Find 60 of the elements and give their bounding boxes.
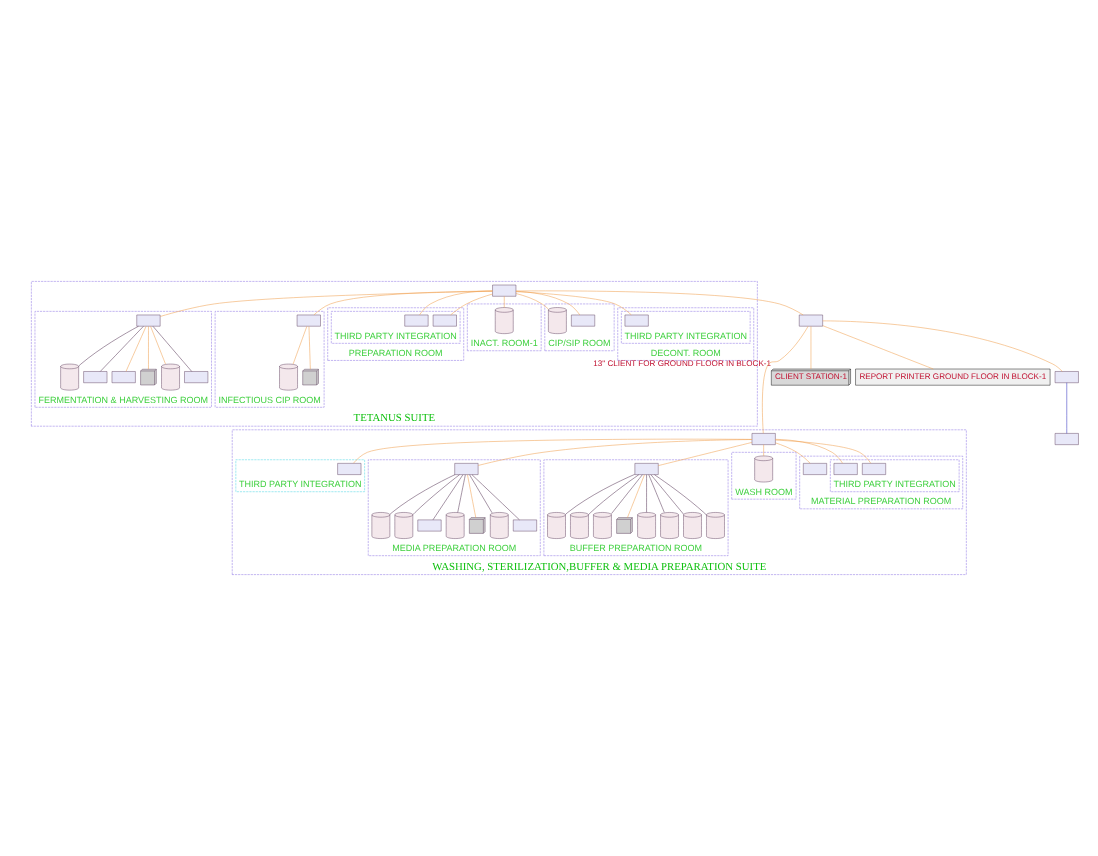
- connector: [148, 326, 149, 370]
- connector: [775, 442, 811, 464]
- node-box: [432, 314, 457, 327]
- node-box: [799, 314, 823, 327]
- node-box: [833, 463, 858, 475]
- node-box: [571, 314, 595, 327]
- connector: [775, 439, 872, 464]
- node-box: [337, 463, 362, 475]
- node-box: [454, 463, 479, 475]
- connector: [469, 474, 493, 514]
- connector: [822, 325, 934, 370]
- connector: [515, 290, 804, 316]
- connector: [515, 290, 581, 316]
- connector: [658, 442, 753, 466]
- node-box: [492, 284, 517, 297]
- connector: [308, 326, 311, 370]
- node-box: [83, 371, 108, 383]
- node-box: [111, 371, 136, 383]
- connector: [763, 444, 764, 457]
- connector: [457, 474, 466, 513]
- connector: [515, 293, 549, 310]
- node-box: [136, 314, 161, 327]
- node-box: [296, 314, 321, 327]
- connector: [822, 320, 1063, 372]
- node-box: [404, 314, 429, 327]
- connector: [78, 325, 139, 367]
- connector: [353, 438, 753, 464]
- connector: [810, 326, 812, 370]
- connector: [389, 474, 456, 515]
- connector: [100, 326, 144, 372]
- node-box: [184, 371, 209, 383]
- node-box: [624, 314, 649, 327]
- connector: [412, 474, 460, 515]
- node-box: [751, 433, 776, 445]
- connector: [467, 474, 477, 518]
- connector: [515, 291, 632, 316]
- node-box: [862, 463, 886, 475]
- connector: [654, 474, 707, 516]
- connector: [478, 439, 753, 466]
- connector: [159, 291, 493, 317]
- connector: [125, 326, 147, 372]
- node-box: [634, 463, 659, 475]
- connector: [313, 290, 493, 316]
- node-box: [417, 519, 442, 532]
- node-box: [513, 519, 537, 532]
- node-box: [803, 463, 827, 475]
- connector: [292, 326, 308, 365]
- connector: [450, 293, 493, 316]
- connector: [565, 474, 635, 515]
- node-box: [1054, 371, 1079, 383]
- connector: [627, 474, 645, 518]
- connector: [504, 296, 505, 308]
- connector: [150, 326, 166, 365]
- connector: [650, 474, 684, 515]
- connector: [775, 439, 843, 464]
- node-box: [1054, 433, 1079, 445]
- connector: [762, 326, 809, 434]
- connector: [588, 474, 640, 515]
- connector: [152, 326, 192, 372]
- connector: [419, 290, 493, 316]
